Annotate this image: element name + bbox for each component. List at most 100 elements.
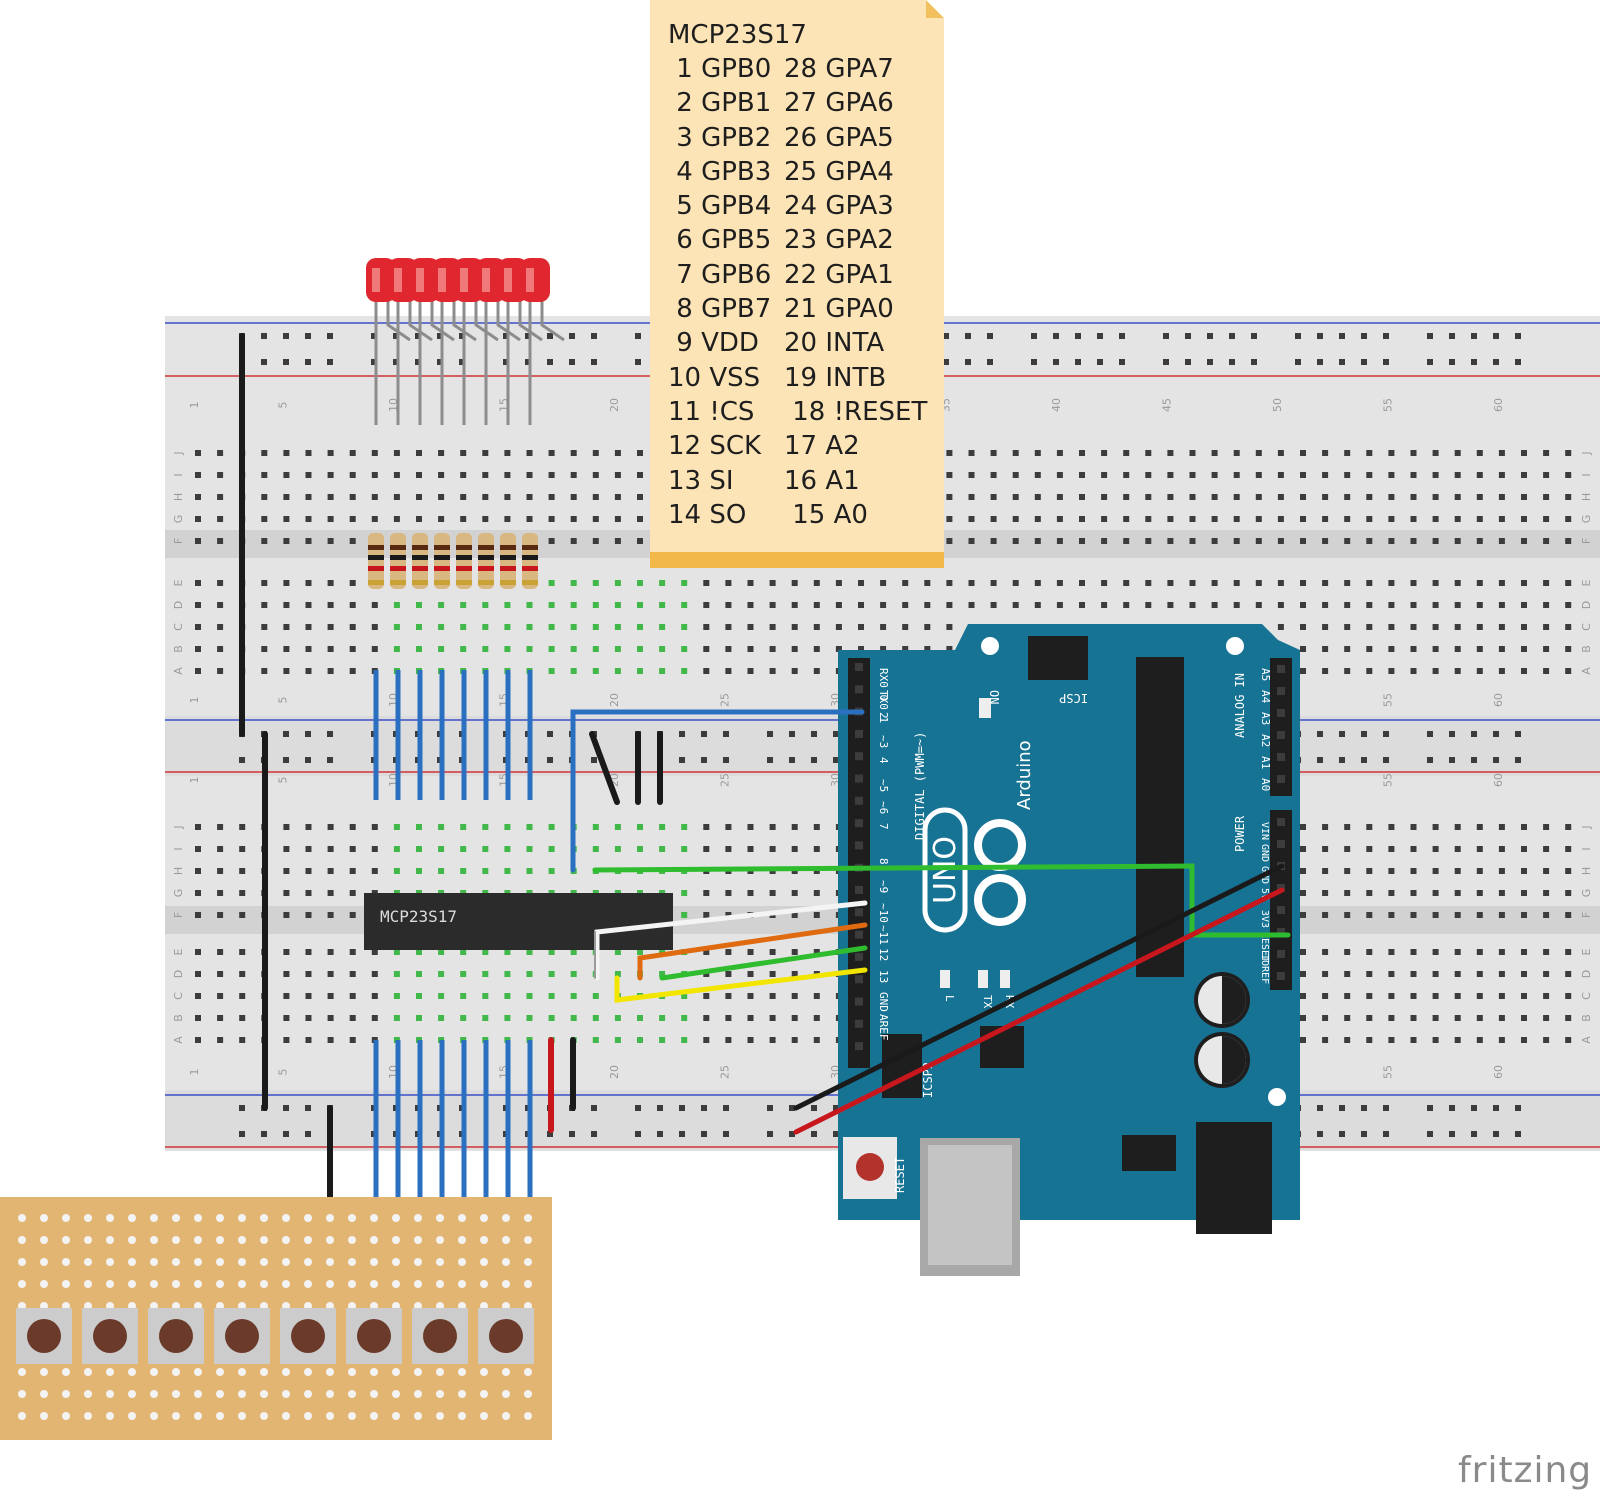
breadboard-hole — [1211, 472, 1218, 478]
breadboard-hole — [305, 494, 312, 500]
row-letter: F — [172, 538, 185, 544]
note-pin-left: 14 SO — [668, 499, 747, 530]
breadboard-hole — [1432, 538, 1439, 544]
breadboard-hole — [1145, 494, 1152, 500]
breadboard-hole — [438, 494, 445, 500]
rail-hole — [943, 333, 949, 339]
perfboard-hole — [172, 1280, 180, 1288]
breadboard-hole — [769, 624, 776, 630]
breadboard-hole — [614, 450, 621, 456]
breadboard-hole — [217, 538, 224, 544]
note-pin-left: 2 GPB1 — [668, 88, 772, 119]
breadboard-hole — [416, 949, 422, 955]
perfboard-hole — [348, 1236, 356, 1244]
breadboard-hole — [1123, 516, 1130, 522]
breadboard-hole — [1543, 1015, 1550, 1021]
rail-hole — [591, 1105, 597, 1111]
resistor-band — [412, 566, 428, 571]
perfboard-hole — [524, 1412, 532, 1420]
perfboard-hole — [458, 1236, 466, 1244]
breadboard-hole — [305, 472, 312, 478]
perfboard-hole — [348, 1214, 356, 1222]
breadboard-hole — [769, 668, 776, 674]
row-letter: D — [1580, 601, 1593, 609]
led-leg — [408, 300, 433, 342]
note-pin-left: 12 SCK — [668, 431, 762, 462]
perfboard-hole — [18, 1390, 26, 1398]
breadboard-hole — [769, 1015, 776, 1021]
breadboard-hole — [371, 494, 378, 500]
breadboard-hole — [438, 602, 445, 608]
breadboard-hole — [1189, 580, 1196, 586]
breadboard-hole — [1543, 580, 1550, 586]
breadboard-hole — [592, 538, 599, 544]
breadboard-hole — [592, 472, 599, 478]
note-pin-right: 28 GPA7 — [784, 54, 894, 84]
rail-hole — [591, 1131, 597, 1137]
breadboard-hole — [371, 971, 378, 977]
perfboard-hole — [392, 1280, 400, 1288]
breadboard-hole — [217, 949, 224, 955]
analog-pin-label: A5 — [1259, 668, 1272, 681]
breadboard-hole — [1366, 580, 1373, 586]
push-button-cap — [159, 1319, 193, 1353]
breadboard-hole — [1255, 450, 1262, 456]
breadboard-hole — [371, 602, 378, 608]
rail-hole — [1339, 333, 1345, 339]
breadboard-hole — [1388, 846, 1395, 852]
breadboard-hole — [592, 846, 599, 852]
power-pin-label: RESET — [1259, 932, 1270, 962]
breadboard-hole — [681, 580, 688, 586]
breadboard-hole — [1521, 993, 1527, 999]
breadboard-hole — [570, 580, 577, 586]
resistor-band — [390, 580, 406, 585]
breadboard-hole — [880, 624, 887, 630]
rail-hole — [701, 1131, 707, 1137]
breadboard-hole — [1388, 538, 1395, 544]
breadboard-hole — [1366, 494, 1373, 500]
breadboard-hole — [504, 1015, 511, 1021]
perfboard-hole — [436, 1258, 444, 1266]
breadboard-hole — [305, 516, 312, 522]
note-pin-left: 13 SI — [668, 465, 734, 496]
breadboard-hole — [747, 1015, 754, 1021]
breadboard-hole — [1322, 890, 1329, 896]
breadboard-hole — [1476, 890, 1483, 896]
breadboard-hole — [902, 646, 909, 652]
breadboard-hole — [482, 646, 489, 652]
column-number: 1 — [188, 1069, 201, 1076]
rail-hole — [1427, 757, 1433, 763]
breadboard-hole — [1410, 1015, 1417, 1021]
perfboard-hole — [392, 1412, 400, 1420]
breadboard-hole — [305, 971, 312, 977]
breadboard-hole — [791, 971, 798, 977]
breadboard-hole — [1498, 668, 1505, 674]
column-number: 60 — [1492, 398, 1505, 412]
rail-hole — [1493, 1105, 1499, 1111]
breadboard-hole — [195, 646, 201, 652]
led-leg — [540, 300, 565, 342]
perfboard-hole — [62, 1236, 70, 1244]
breadboard-hole — [217, 868, 224, 874]
icsp-label: ICSP — [1059, 691, 1088, 705]
breadboard-hole — [195, 971, 201, 977]
breadboard-hole — [1498, 890, 1505, 896]
breadboard-hole — [769, 846, 776, 852]
perfboard-hole — [260, 1280, 268, 1288]
perfboard-hole — [194, 1412, 202, 1420]
note-pin-left: 10 VSS — [668, 362, 761, 393]
breadboard-hole — [438, 846, 445, 852]
perfboard-hole — [458, 1390, 466, 1398]
breadboard-hole — [1300, 993, 1306, 999]
perfboard-hole — [62, 1368, 70, 1376]
breadboard-hole — [659, 824, 666, 830]
breadboard-hole — [813, 993, 820, 999]
breadboard-hole — [1476, 624, 1483, 630]
breadboard-hole — [703, 1037, 710, 1043]
rail-hole — [679, 757, 685, 763]
perfboard-hole — [106, 1236, 114, 1244]
breadboard-hole — [416, 624, 422, 630]
breadboard-hole — [1322, 971, 1329, 977]
row-letter: A — [172, 1036, 185, 1044]
